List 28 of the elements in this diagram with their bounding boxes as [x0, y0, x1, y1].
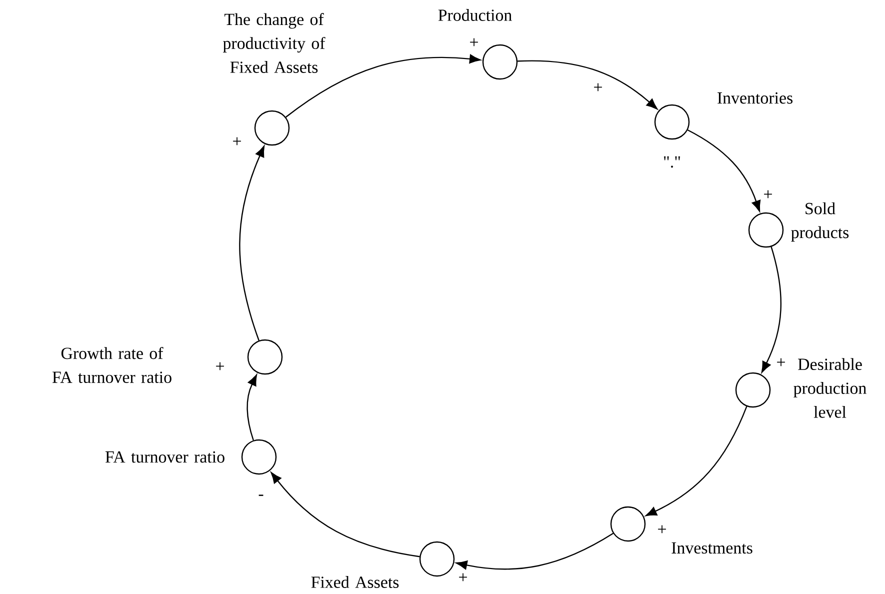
side-note: ".": [664, 156, 680, 168]
polarity-sign: +: [459, 573, 467, 582]
polarity-sign: +: [470, 38, 478, 46]
arrow: [646, 406, 748, 516]
arrow: [518, 60, 658, 110]
polarity-sign: +: [777, 358, 785, 366]
arrow: [761, 246, 782, 373]
polarity-sign: +: [233, 137, 241, 146]
arrow: [270, 472, 420, 558]
arrow: [239, 146, 265, 341]
arrow: [456, 532, 614, 570]
node-label: Production: [438, 9, 512, 21]
node-label: Inventories: [718, 92, 792, 104]
node-label: Investments: [672, 542, 752, 554]
node-label: FA turnover ratio: [105, 451, 224, 463]
arrow: [246, 374, 258, 440]
node-label: Fixed Assets: [311, 576, 399, 588]
node-label: Desirable production level: [794, 358, 866, 418]
polarity-sign: +: [764, 190, 772, 198]
polarity-sign: +: [216, 362, 224, 370]
polarity-sign: +: [594, 83, 602, 92]
arrow: [285, 54, 481, 118]
node-label: Sold products: [791, 202, 849, 242]
node-label: The change of productivity of Fixed Assets: [223, 13, 326, 73]
node-label: Growth rate of FA turnover ratio: [52, 347, 172, 383]
arrow: [687, 129, 761, 212]
polarity-sign: -: [258, 494, 264, 496]
polarity-sign: +: [658, 525, 666, 534]
